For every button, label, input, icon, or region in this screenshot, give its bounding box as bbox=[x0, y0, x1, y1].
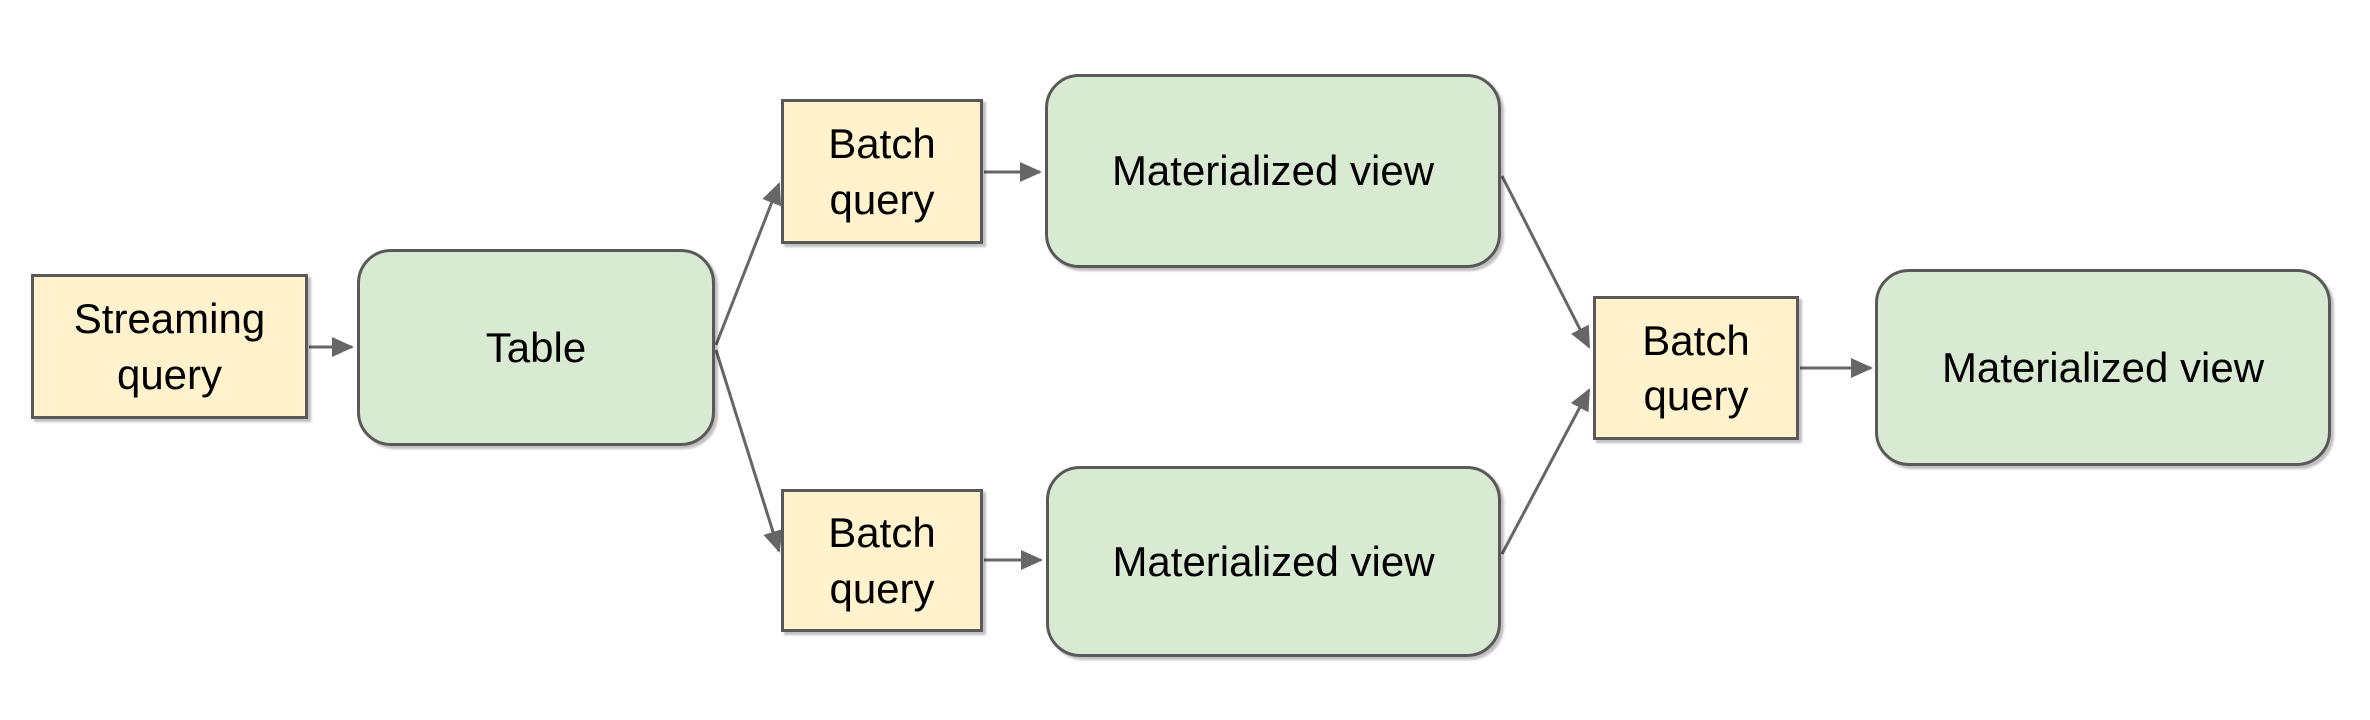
edge-table-to-batch-query-bottom bbox=[714, 349, 783, 553]
node-table-label: Table bbox=[485, 323, 587, 371]
node-batch-query-final: Batch query bbox=[1593, 296, 1799, 440]
node-materialized-view-final: Materialized view bbox=[1875, 269, 2331, 466]
node-batch-query-bottom-label: Batch query bbox=[828, 509, 936, 612]
node-materialized-view-bottom: Materialized view bbox=[1046, 466, 1501, 657]
edge-materialized-view-top-to-batch-query-final bbox=[1500, 175, 1591, 349]
node-batch-query-top-label: Batch query bbox=[828, 120, 936, 223]
edge-materialized-view-bottom-to-batch-query-final bbox=[1500, 388, 1591, 555]
node-batch-query-bottom: Batch query bbox=[781, 489, 983, 632]
edge-table-to-batch-query-top bbox=[714, 182, 782, 346]
node-materialized-view-top: Materialized view bbox=[1045, 74, 1501, 268]
node-streaming-query: Streaming query bbox=[31, 274, 308, 419]
node-table: Table bbox=[357, 249, 715, 446]
node-materialized-view-final-label: Materialized view bbox=[1941, 343, 2265, 391]
node-materialized-view-top-label: Materialized view bbox=[1111, 147, 1435, 195]
node-batch-query-final-label: Batch query bbox=[1642, 316, 1750, 419]
node-materialized-view-bottom-label: Materialized view bbox=[1112, 537, 1435, 585]
node-batch-query-top: Batch query bbox=[781, 99, 983, 244]
node-streaming-query-label: Streaming query bbox=[73, 295, 266, 398]
